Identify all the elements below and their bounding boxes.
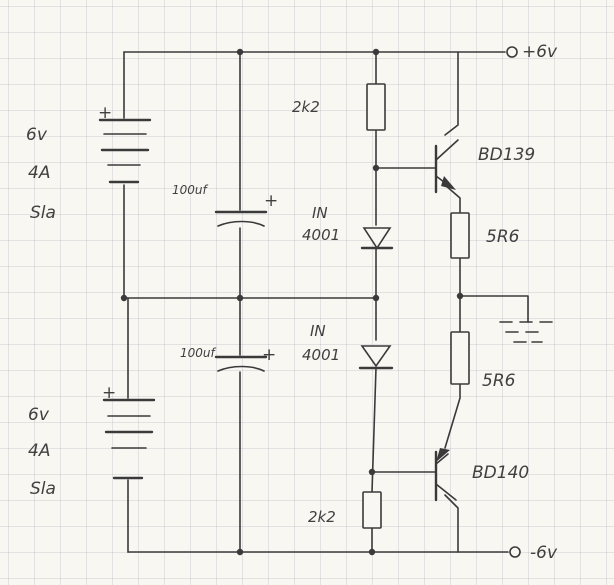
battery-top: + 6v 4A Sla (26, 103, 152, 223)
junction-dot (372, 48, 380, 56)
transistor-bd139: BD139 (434, 139, 535, 194)
ground-icon (499, 321, 553, 343)
junction-dot (368, 468, 376, 476)
junction-dot (236, 294, 244, 302)
capacitor-bottom-value: 100uf (180, 346, 217, 360)
battery-top-voltage: 6v (26, 125, 48, 145)
terminal-positive: +6v (506, 42, 558, 62)
emitter-resistor-bottom-value: 5R6 (482, 371, 516, 391)
transistor-bottom-label: BD140 (472, 463, 529, 483)
capacitor-bottom: + 100uf (180, 345, 276, 372)
resistor-2k2-bottom: 2k2 (308, 491, 382, 529)
battery-top-plus: + (98, 103, 112, 123)
diode-bottom-label-line1: IN (310, 322, 326, 340)
diode-top-label-line1: IN (312, 204, 328, 222)
capacitor-top-plus: + (264, 191, 278, 211)
resistor-bottom-value: 2k2 (308, 508, 336, 526)
capacitor-top-value: 100uf (172, 183, 209, 197)
battery-bottom-type: Sla (30, 479, 56, 499)
diode-top-label-line2: 4001 (302, 226, 340, 244)
junction-dot (368, 548, 376, 556)
capacitor-bottom-plus: + (262, 345, 276, 365)
diode-bottom: IN 4001 (302, 322, 394, 370)
resistor-top-value: 2k2 (292, 98, 320, 116)
terminal-circle-icon (509, 546, 521, 558)
diode-bottom-label-line2: 4001 (302, 346, 340, 364)
junction-dot (372, 164, 380, 172)
junction-dot (120, 294, 128, 302)
emitter-resistor-top-value: 5R6 (486, 227, 520, 247)
battery-bottom-current: 4A (28, 441, 50, 461)
junction-dot (456, 292, 464, 300)
junction-dot (236, 548, 244, 556)
wires (123, 51, 529, 553)
capacitor-top: + 100uf (172, 183, 278, 227)
supply-positive-label: +6v (522, 42, 558, 62)
junction-dot (372, 294, 380, 302)
transistor-top-label: BD139 (478, 145, 535, 165)
battery-bottom-voltage: 6v (28, 405, 50, 425)
battery-bottom: + 6v 4A Sla (28, 383, 156, 499)
terminal-negative: -6v (509, 543, 558, 563)
junction-dot (236, 48, 244, 56)
resistor-2k2-top: 2k2 (292, 83, 386, 131)
battery-bottom-plus: + (102, 383, 116, 403)
diode-top: IN 4001 (302, 204, 394, 250)
transistor-bd140: BD140 (434, 448, 529, 502)
resistor-5r6-top: 5R6 (450, 212, 520, 259)
resistor-5r6-bottom: 5R6 (450, 331, 516, 391)
terminal-circle-icon (506, 46, 518, 58)
junctions (120, 48, 464, 556)
battery-top-type: Sla (30, 203, 56, 223)
supply-negative-label: -6v (530, 543, 558, 563)
battery-top-current: 4A (28, 163, 50, 183)
